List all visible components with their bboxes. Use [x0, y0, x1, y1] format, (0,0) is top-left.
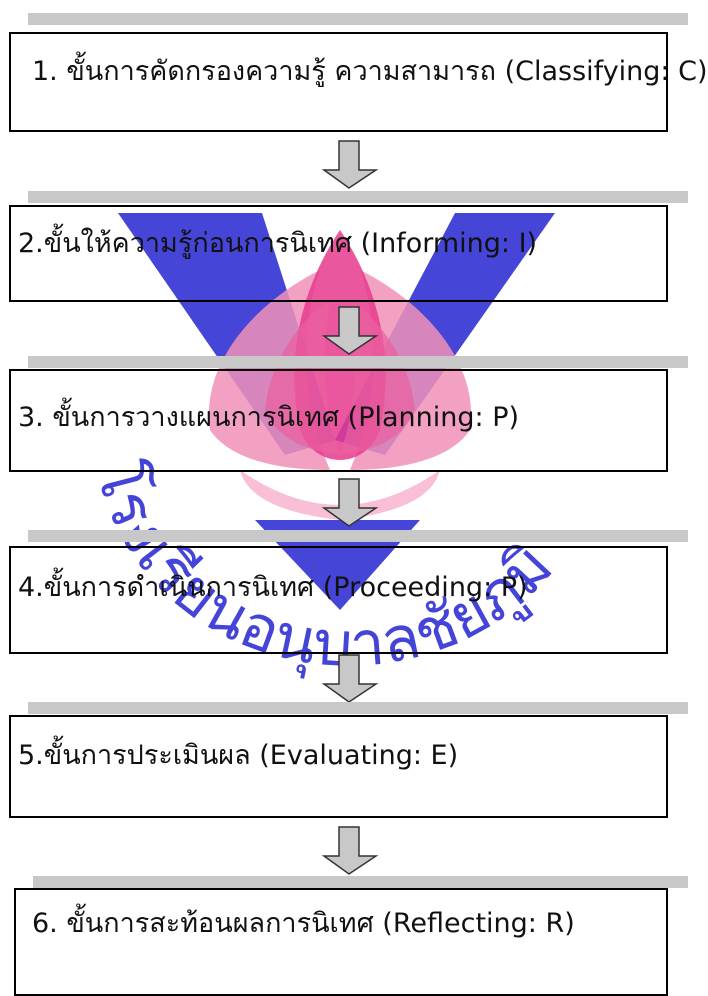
- arrow-down-5: [321, 826, 379, 875]
- step-1-box: [9, 32, 668, 132]
- step-3-box: [9, 369, 668, 472]
- step-3-label: 3. ขั้นการวางแผนการนิเทศ (Planning: P): [18, 402, 520, 433]
- step-6-box: [14, 888, 668, 996]
- step-3-shadow: [28, 356, 688, 368]
- step-6-label: 6. ขั้นการสะท้อนผลการนิเทศ (Reflecting: …: [32, 908, 575, 939]
- step-4-label: 4.ขั้นการดำเนินการนิเทศ (Proceeding: P): [18, 572, 528, 603]
- step-5-box: [9, 715, 668, 818]
- step-4-box: [9, 546, 668, 654]
- step-5-label: 5.ขั้นการประเมินผล (Evaluating: E): [18, 740, 459, 771]
- step-2-shadow: [28, 191, 688, 203]
- step-4-shadow: [28, 530, 688, 542]
- step-1-shadow: [28, 13, 688, 25]
- arrow-down-4: [321, 654, 379, 703]
- step-2-box: [9, 205, 668, 302]
- arrow-down-3: [321, 478, 379, 527]
- step-1-label: 1. ขั้นการคัดกรองความรู้ ความสามารถ (Cla…: [32, 56, 708, 87]
- step-5-shadow: [28, 702, 688, 714]
- step-2-label: 2.ขั้นให้ความรู้ก่อนการนิเทศ (Informing:…: [18, 228, 538, 259]
- step-6-shadow: [33, 876, 688, 888]
- arrow-down-1: [321, 140, 379, 189]
- arrow-down-2: [321, 306, 379, 355]
